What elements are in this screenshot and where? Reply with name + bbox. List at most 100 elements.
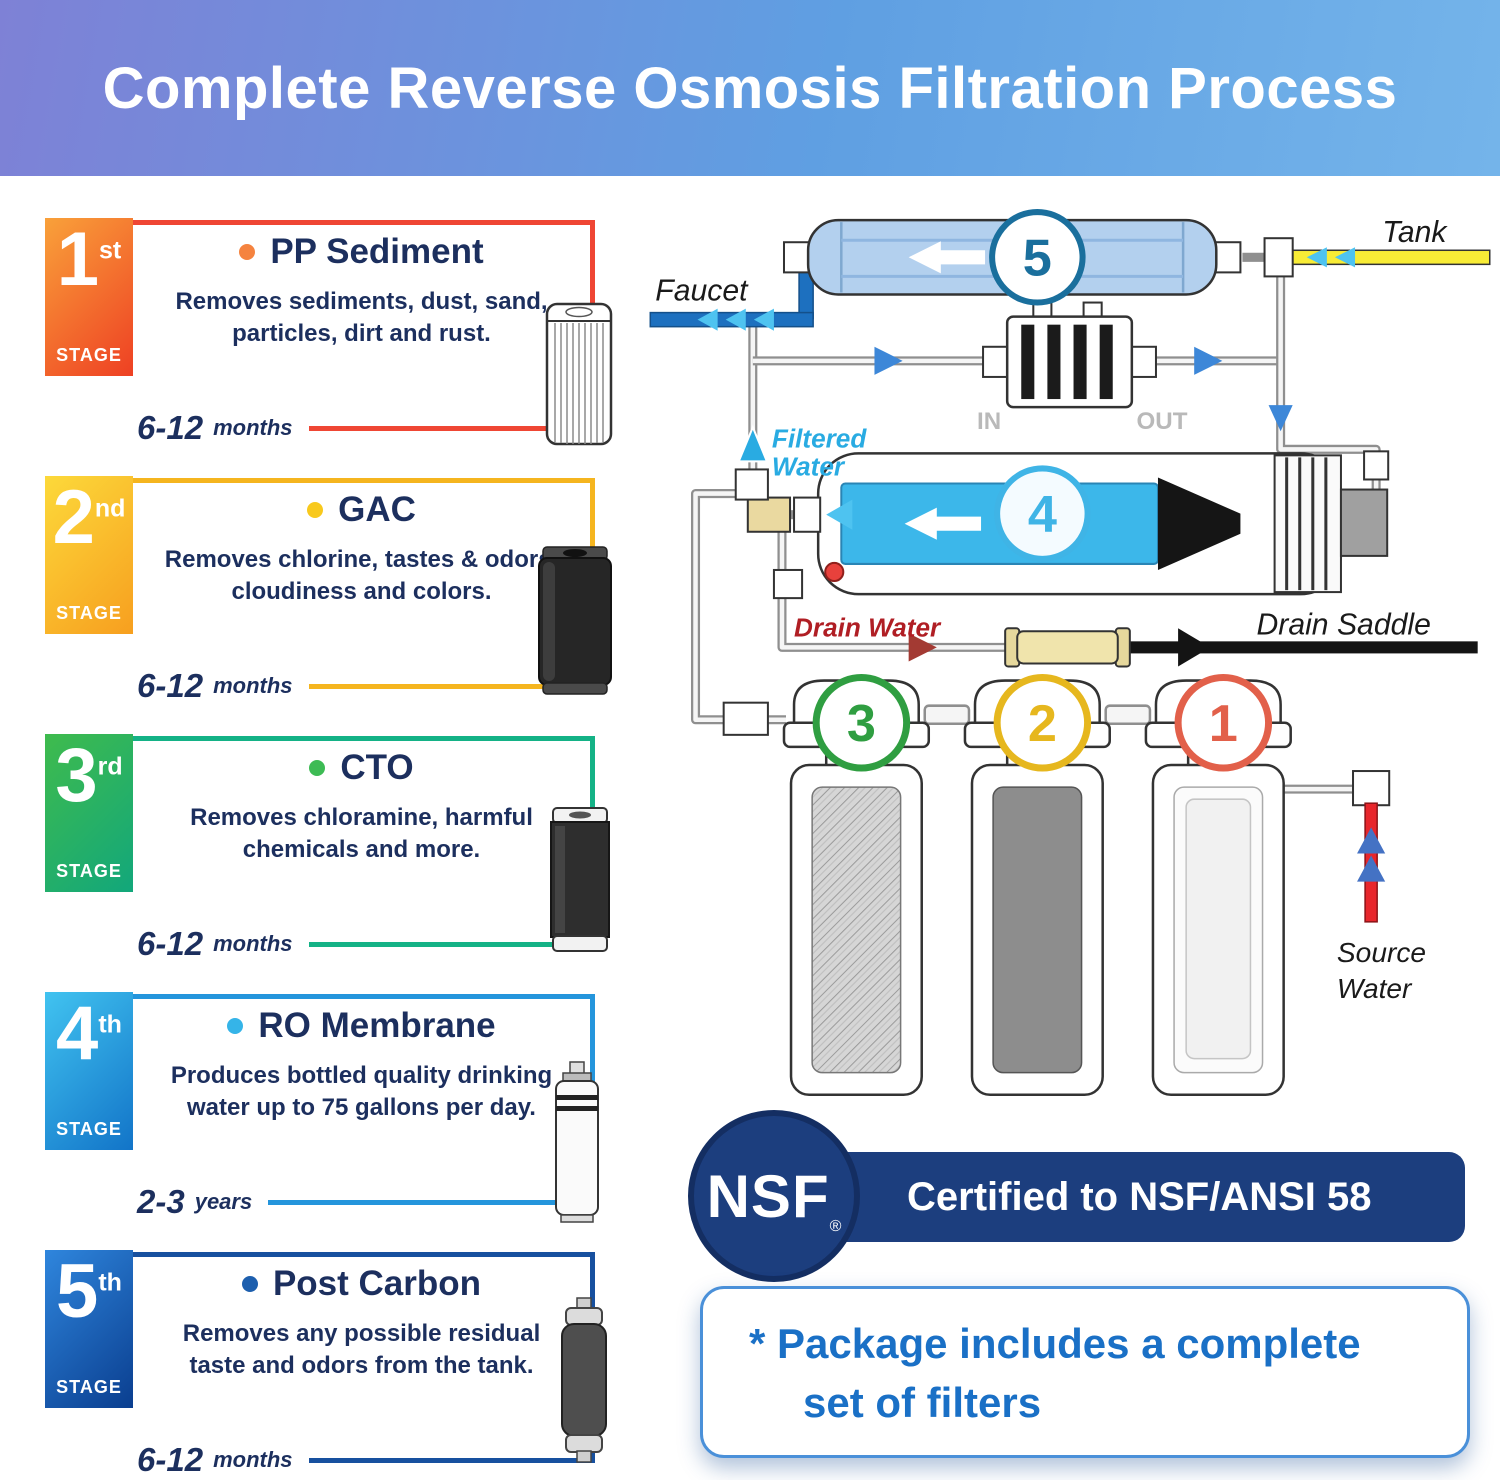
registered-trademark-mark: ®: [829, 1218, 842, 1235]
lifespan-underline: [308, 941, 595, 947]
stage-lifespan: 2-3 years: [137, 1182, 595, 1222]
stage-lifespan: 6-12 months: [137, 666, 595, 706]
lifespan-value: 2-3: [137, 1183, 185, 1220]
lifespan-underline: [308, 683, 595, 689]
stage-description: Removes any possible residual taste and …: [182, 1320, 541, 1379]
tank-label: Tank: [1382, 216, 1448, 249]
lifespan-underline: [268, 1199, 595, 1205]
stage-word: STAGE: [56, 603, 122, 623]
stage-title: Post Carbon: [272, 1264, 482, 1303]
stage-lifespan: 6-12 months: [137, 1440, 595, 1480]
elbow-fitting: [746, 496, 792, 533]
certification-text: Certified to NSF/ANSI 58: [907, 1174, 1372, 1219]
lifespan-underline: [308, 425, 595, 431]
stage-content: RO Membrane Produces bottled quality dri…: [133, 1006, 590, 1123]
lifespan-underline: [308, 1457, 595, 1463]
lifespan-value: 6-12: [137, 1441, 204, 1478]
stage-5-number: 5: [1023, 229, 1052, 287]
drain-saddle-label: Drain Saddle: [1257, 608, 1431, 641]
lifespan-unit: months: [213, 673, 293, 698]
stage-lifespan: 6-12 months: [137, 924, 595, 964]
stage-1-number: 1: [1209, 695, 1238, 753]
stage-title-row: GAC: [133, 490, 590, 530]
stage-title: GAC: [338, 490, 416, 529]
lifespan-unit: months: [213, 1447, 293, 1472]
stage-title-row: Post Carbon: [133, 1264, 590, 1304]
lifespan-unit: years: [194, 1189, 253, 1214]
faucet-flow-arrow: [753, 308, 774, 331]
drain-saddle-arrow: [1178, 628, 1211, 667]
elbow-fitting: [722, 701, 769, 736]
stage-4-number: 4: [1028, 486, 1057, 544]
stage-title-row: PP Sediment: [133, 232, 590, 272]
gac-cartridge-image: [535, 542, 615, 705]
pipe-fitting: [1363, 450, 1390, 481]
valve-in-label: IN: [977, 408, 1001, 435]
stage-block-4: 4th STAGE RO Membrane Produces bottled q…: [45, 992, 599, 1223]
stage-content: GAC Removes chlorine, tastes & odors, cl…: [133, 490, 590, 607]
stage-2-indicator: [993, 674, 1092, 772]
stage-description: Produces bottled quality drinking water …: [170, 1062, 553, 1121]
filtered-water-label-line2: Water: [772, 451, 846, 481]
stage-1-indicator: [1174, 674, 1273, 772]
post-carbon-cartridge-image: [553, 1296, 615, 1469]
lifespan-value: 6-12: [137, 925, 204, 962]
cto-cartridge-image: [545, 804, 615, 961]
package-note: * Package includes a complete set of fil…: [700, 1286, 1470, 1458]
bullet-dot: [241, 1276, 258, 1292]
bullet-dot: [309, 760, 326, 776]
bullet-dot: [307, 502, 324, 518]
stage-title-row: RO Membrane: [133, 1006, 590, 1046]
membrane-inlet-arrow: [826, 499, 853, 530]
stage-number-badge: 3rd STAGE: [45, 734, 133, 892]
flow-arrows: [697, 247, 1386, 882]
pp-sediment-cartridge-image: [543, 298, 615, 453]
stage-block-2: 2nd STAGE GAC Removes chlorine, tastes &…: [45, 476, 612, 706]
pipe-fitting: [1213, 241, 1242, 274]
stage-number-badge: 2nd STAGE: [45, 476, 133, 634]
stage-number-badge: 1st STAGE: [45, 218, 133, 376]
source-water-label-line1: Source: [1337, 937, 1426, 968]
stage-word: STAGE: [56, 345, 122, 365]
tank-flow-arrow: [1334, 247, 1356, 268]
stage-title: RO Membrane: [258, 1006, 496, 1045]
auto-shutoff-valve: [982, 301, 1157, 409]
stage-3-indicator: [812, 674, 911, 772]
stage-word: STAGE: [56, 1119, 122, 1139]
stage-block-5: 5th STAGE Post Carbon Removes any possib…: [45, 1250, 607, 1480]
drain-flow-arrow: [908, 633, 937, 662]
elbow-fitting: [772, 568, 804, 600]
source-flow-arrow-up: [1357, 855, 1386, 882]
tank-flow-arrow: [1306, 247, 1327, 268]
diagram-labels: Faucet Tank IN OUT Filtered Water Drain …: [655, 216, 1448, 1004]
source-flow-arrow-up: [1357, 827, 1386, 854]
stage-content: PP Sediment Removes sediments, dust, san…: [133, 232, 590, 349]
package-note-line2: set of filters: [803, 1378, 1042, 1426]
flow-direction-arrow: [908, 241, 986, 274]
stage-description: Removes sediments, dust, sand, particles…: [175, 288, 548, 347]
stage-block-3: 3rd STAGE CTO Removes chloramine, harmfu…: [45, 734, 610, 964]
stage-word: STAGE: [56, 861, 122, 881]
stage-description: Removes chlorine, tastes & odors, cloudi…: [164, 546, 559, 605]
housing-end-cap: [1339, 488, 1389, 557]
tee-fitting: [1263, 237, 1294, 278]
stage-number: 3rd: [55, 733, 123, 818]
elbow-fitting: [1352, 770, 1391, 807]
housing-connector: [923, 704, 971, 726]
faucet-flow-arrow: [697, 308, 718, 331]
page-title: Complete Reverse Osmosis Filtration Proc…: [102, 55, 1398, 121]
filtered-water-label-line1: Filtered: [772, 423, 867, 453]
ro-membrane-cartridge-image: [547, 1060, 607, 1230]
stage-indicators: 5 4 3 2 1: [812, 209, 1273, 772]
bullet-dot: [227, 1018, 244, 1034]
lifespan-value: 6-12: [137, 667, 204, 704]
nsf-logo-text: NSF: [706, 1162, 830, 1230]
package-note-line1: * Package includes a complete: [749, 1320, 1361, 1367]
pipe-fitting: [782, 241, 812, 274]
stage-description: Removes chloramine, harmful chemicals an…: [190, 804, 533, 863]
stage-title: PP Sediment: [270, 232, 484, 271]
stage-content: Post Carbon Removes any possible residua…: [133, 1264, 590, 1381]
stage-number: 2nd: [52, 475, 126, 560]
stage-content: CTO Removes chloramine, harmful chemical…: [133, 748, 590, 865]
system-diagram: Faucet Tank IN OUT Filtered Water Drain …: [635, 200, 1500, 1140]
